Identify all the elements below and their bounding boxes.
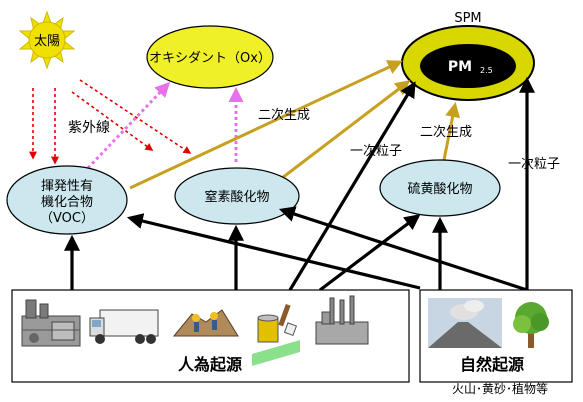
construction-icon bbox=[172, 309, 239, 337]
voc-node bbox=[6, 165, 128, 235]
voc-line2: 機化合物 bbox=[41, 195, 93, 210]
sun-icon: 太陽 bbox=[18, 10, 76, 70]
pink-arrows bbox=[86, 81, 244, 170]
sun-label: 太陽 bbox=[34, 34, 60, 49]
spm-title: SPM bbox=[454, 11, 481, 26]
primary-label-right: 一次粒子 bbox=[508, 156, 560, 172]
voc-line3: （VOC） bbox=[40, 211, 94, 226]
paint-can-icon bbox=[252, 303, 300, 366]
pm-label: PM bbox=[448, 59, 472, 75]
secondary-label-right: 二次生成 bbox=[420, 124, 472, 140]
nox-node bbox=[174, 167, 300, 225]
factory-icon bbox=[21, 299, 81, 347]
oxidant-node bbox=[146, 25, 274, 89]
sox-label: 硫黄酸化物 bbox=[407, 182, 472, 197]
voc-line1: 揮発性有 bbox=[41, 179, 93, 194]
natural-source-label: 自然起源 bbox=[460, 355, 524, 374]
primary-label-mid: 一次粒子 bbox=[350, 143, 402, 159]
spm-node: PM 2.5 bbox=[401, 25, 535, 101]
nox-label: 窒素酸化物 bbox=[204, 189, 269, 205]
power-plant-icon bbox=[315, 295, 369, 345]
sox-node bbox=[379, 159, 501, 217]
volcano-icon bbox=[428, 298, 502, 348]
secondary-label-left: 二次生成 bbox=[258, 107, 310, 123]
human-source-label: 人為起源 bbox=[178, 355, 242, 374]
emission-arrows bbox=[64, 76, 535, 292]
uv-arrows bbox=[29, 79, 192, 165]
oxidant-label: オキシダント（Ox） bbox=[149, 51, 271, 66]
uv-label: 紫外線 bbox=[68, 120, 110, 136]
truck-icon bbox=[89, 309, 159, 344]
natural-source-caption: 火山･黄砂･植物等 bbox=[452, 381, 548, 396]
secondary-arrows bbox=[129, 60, 461, 190]
tree-icon bbox=[513, 302, 549, 348]
pm-subscript: 2.5 bbox=[480, 66, 493, 75]
